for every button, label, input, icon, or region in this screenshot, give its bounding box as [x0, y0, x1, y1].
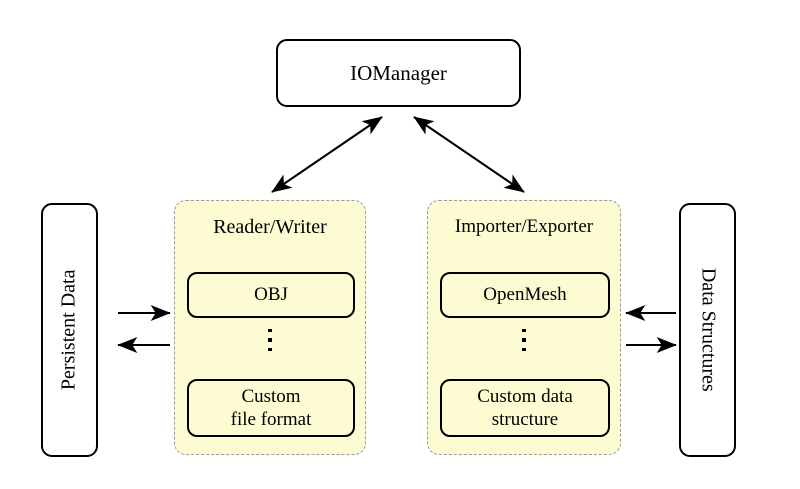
vertical-ellipsis-icon — [175, 329, 365, 352]
node-data-structures[interactable]: Data Structures — [679, 203, 736, 457]
node-custom-file-format-label: Custom file format — [230, 385, 312, 430]
node-data-structures-label: Data Structures — [697, 268, 720, 392]
group-importer-exporter-title: Importer/Exporter — [454, 216, 594, 237]
node-obj[interactable]: OBJ — [187, 272, 355, 318]
node-openmesh[interactable]: OpenMesh — [440, 272, 610, 318]
group-importer-exporter: Importer/Exporter OpenMesh Custom data s… — [427, 200, 621, 455]
connector-iomanager-importerexporter — [413, 116, 525, 193]
group-reader-writer: Reader/Writer OBJ Custom file format — [174, 200, 366, 455]
node-custom-file-format[interactable]: Custom file format — [187, 379, 355, 437]
node-custom-data-structure[interactable]: Custom data structure — [440, 379, 610, 437]
node-persistent-data-label: Persistent Data — [57, 269, 80, 391]
node-openmesh-label: OpenMesh — [483, 284, 567, 306]
node-custom-data-structure-label: Custom data structure — [477, 385, 573, 430]
node-iomanager[interactable]: IOManager — [276, 39, 521, 107]
node-persistent-data[interactable]: Persistent Data — [41, 203, 98, 457]
connector-iomanager-readerwriter — [271, 116, 383, 193]
vertical-ellipsis-icon — [428, 329, 620, 352]
node-obj-label: OBJ — [254, 284, 288, 306]
group-reader-writer-title: Reader/Writer — [213, 216, 327, 238]
node-iomanager-label: IOManager — [350, 60, 447, 85]
